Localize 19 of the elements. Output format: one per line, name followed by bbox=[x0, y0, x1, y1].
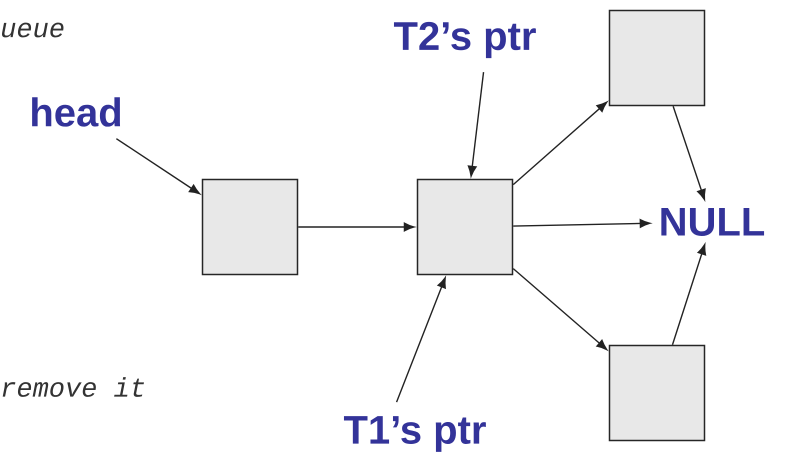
list-node-box bbox=[416, 178, 514, 276]
arrow bbox=[468, 72, 484, 177]
arrow bbox=[672, 244, 706, 345]
arrow bbox=[116, 138, 200, 194]
null-label: NULL bbox=[661, 208, 764, 236]
pointer-label: T1’s ptr bbox=[344, 416, 486, 452]
pointer-label: T2’s ptr bbox=[394, 22, 536, 58]
code-text: remove it bbox=[2, 377, 144, 397]
arrow bbox=[672, 106, 706, 200]
arrow bbox=[512, 102, 608, 186]
arrow bbox=[513, 218, 651, 228]
list-node-box bbox=[608, 10, 706, 106]
list-node-box bbox=[608, 344, 706, 442]
pointer-label: head bbox=[32, 97, 120, 127]
arrow bbox=[298, 222, 415, 232]
code-text: ueue bbox=[2, 22, 64, 38]
arrow bbox=[396, 277, 446, 402]
list-node-box bbox=[202, 178, 298, 276]
arrow bbox=[512, 268, 608, 350]
